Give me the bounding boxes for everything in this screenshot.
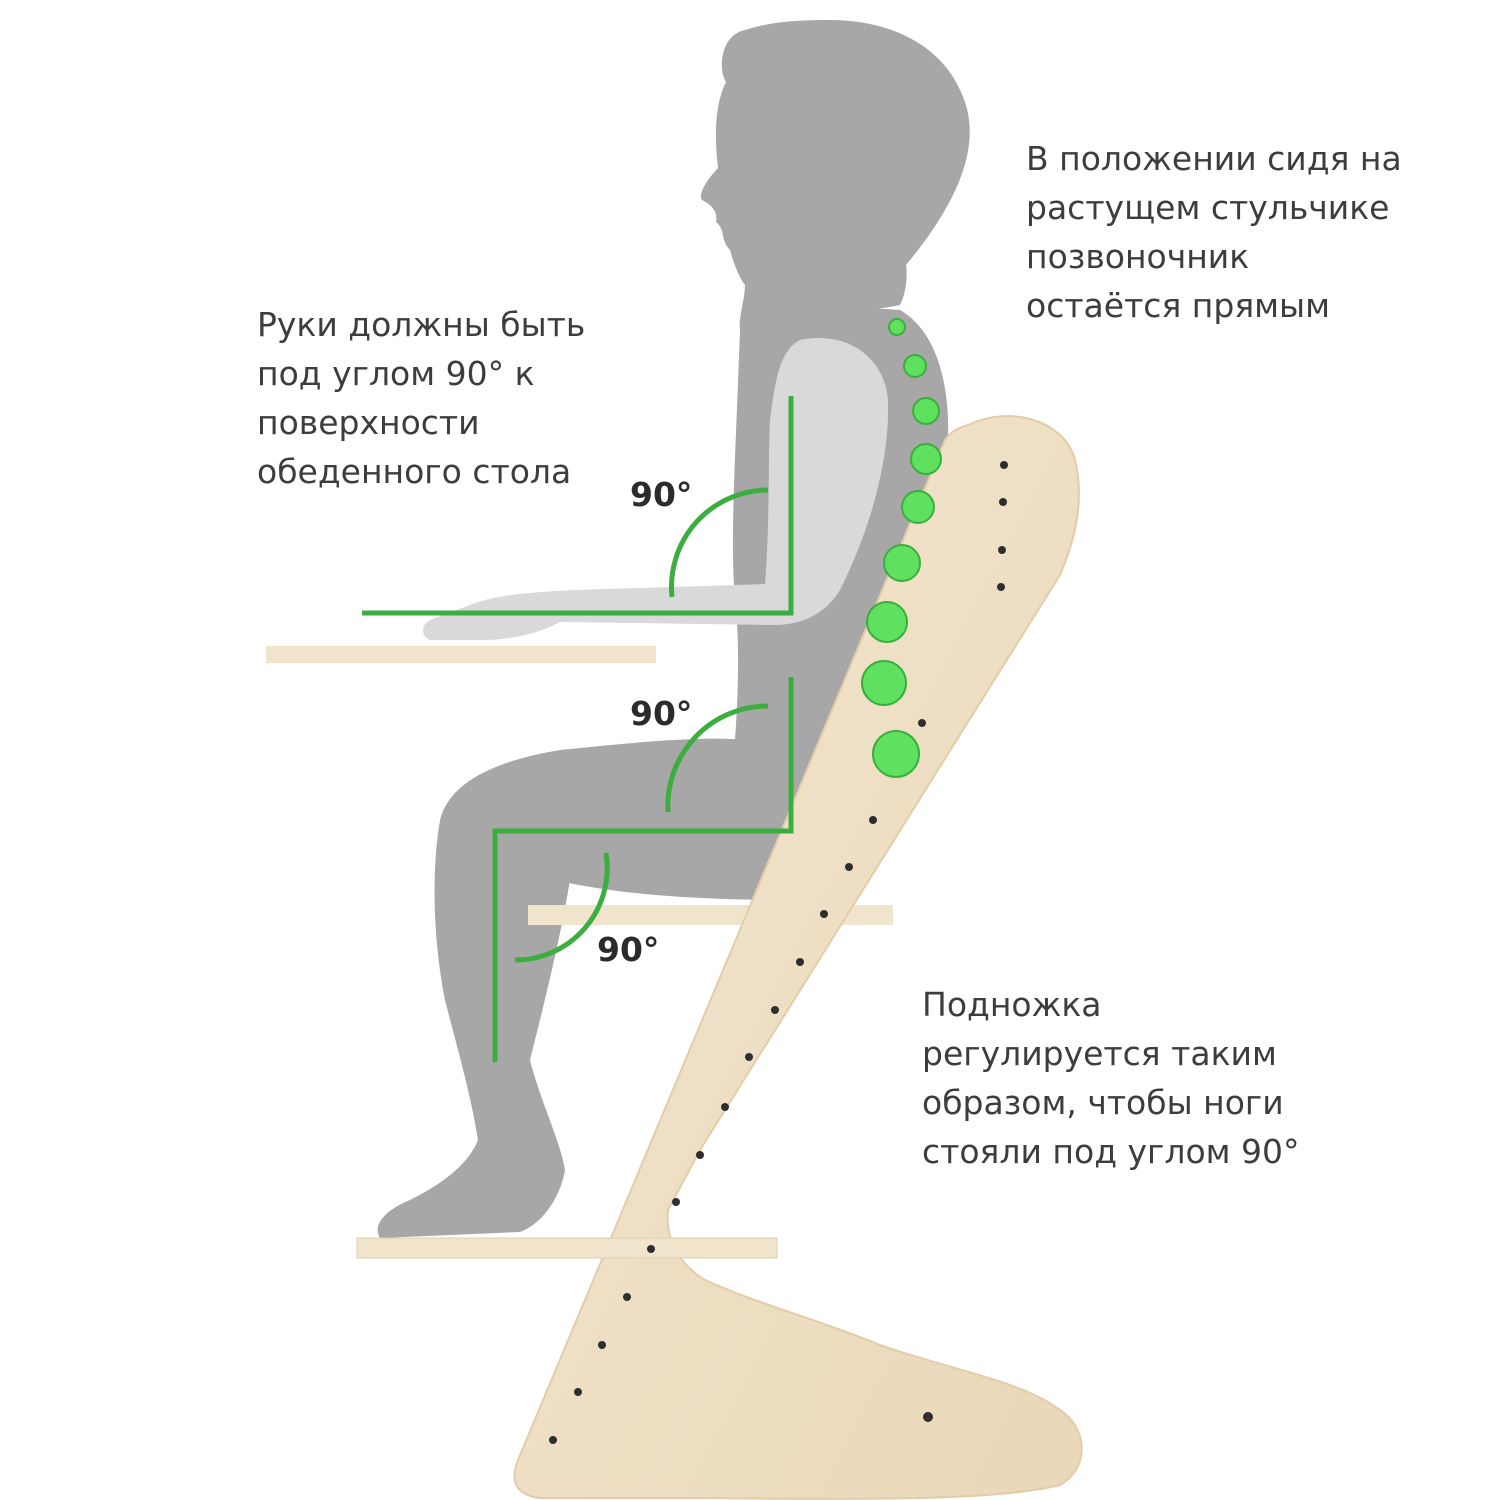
knee-angle-arc [514,852,610,963]
caption-line: растущем стульчике [1026,188,1390,227]
vertebra [903,354,927,378]
spine-caption: В положении сидя на растущем стульчике п… [1026,134,1402,330]
vertebra [910,443,942,475]
vertebra [888,318,906,336]
arms-caption: Руки должны быть под углом 90° к поверхн… [257,300,585,496]
chair-footrest [356,1237,778,1259]
hip-angle-label: 90° [630,694,693,733]
hip-angle-arc [665,703,769,813]
dining-table-top [266,646,656,663]
caption-line: обеденного стола [257,452,572,491]
chair-side-frame [513,415,1083,1500]
vertebra [872,730,920,778]
caption-line: регулируется таким [922,1034,1277,1073]
caption-line: остаётся прямым [1026,286,1331,325]
caption-line: поверхности [257,403,480,442]
chair-adjustment-holes [549,461,1008,1444]
vertebra [883,544,921,582]
child-arm [423,338,889,640]
spine-vertebrae [861,318,942,778]
vertebra [866,601,908,643]
caption-line: В положении сидя на [1026,139,1402,178]
hip-angle-lines [492,677,794,1062]
caption-line: стояли под углом 90° [922,1132,1300,1171]
caption-line: Подножка [922,985,1102,1024]
knee-angle-label: 90° [597,930,660,969]
angle-guides [362,396,794,1062]
vertebra [912,397,940,425]
caption-line: Руки должны быть [257,305,586,344]
caption-line: образом, чтобы ноги [922,1083,1284,1122]
caption-line: под углом 90° к [257,354,535,393]
arm-angle-arc [669,487,769,598]
arm-angle-lines [362,396,794,616]
caption-line: позвоночник [1026,237,1250,276]
arm-angle-label: 90° [630,475,693,514]
vertebra [901,490,935,524]
vertebra [861,660,907,706]
footrest-caption: Подножка регулируется таким образом, что… [922,980,1300,1176]
